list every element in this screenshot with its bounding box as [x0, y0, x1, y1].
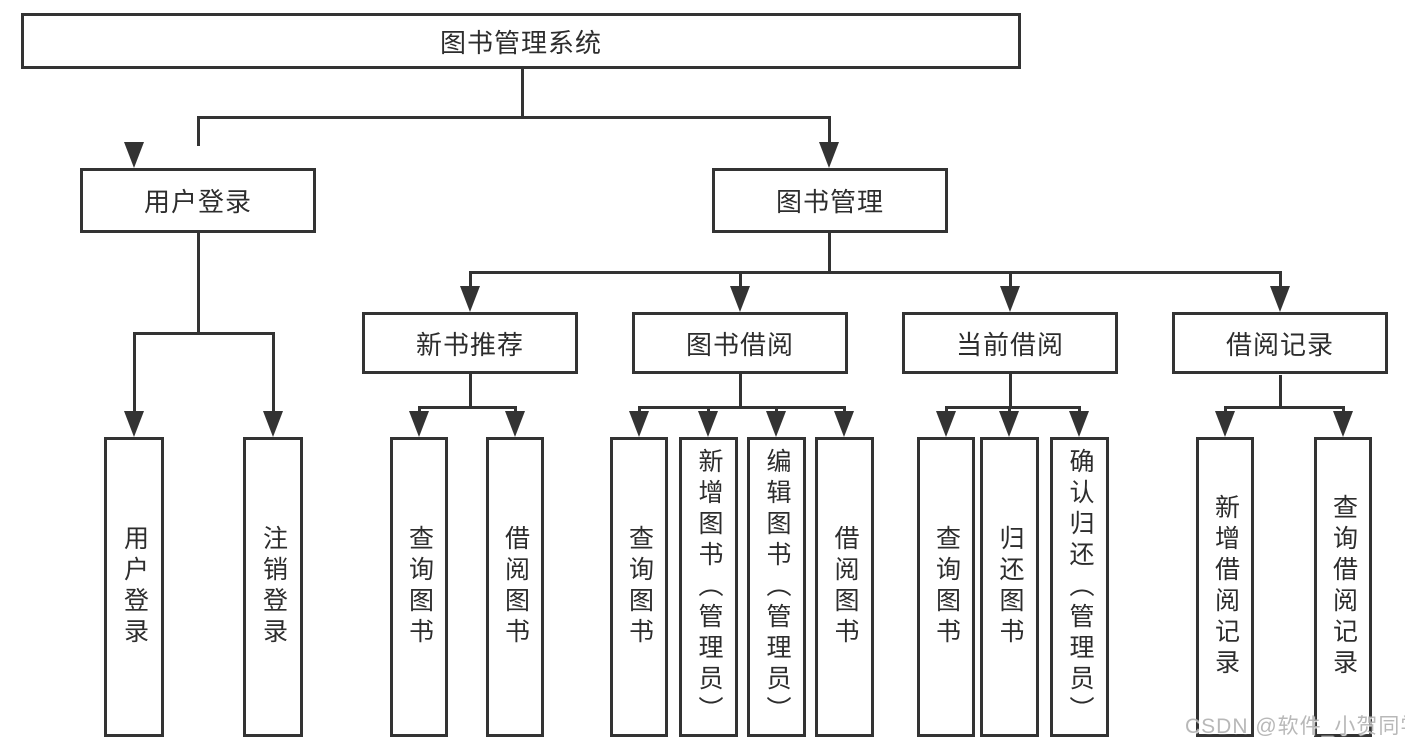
connector-shaft — [1008, 406, 1011, 415]
arrow-down-icon — [766, 411, 786, 437]
connector-root-stem — [521, 69, 524, 117]
connector-current-stem — [1009, 374, 1012, 409]
connector-records-hbar — [1224, 406, 1345, 409]
connector-shaft — [775, 406, 778, 415]
connector-current-hbar — [945, 406, 1081, 409]
watermark: CSDN @软件_小贺同学 — [1185, 715, 1405, 738]
arrow-down-icon — [124, 142, 144, 168]
connector-shaft — [843, 406, 846, 415]
leaf-add-borrow-record: 新增借阅记录 — [1196, 437, 1254, 737]
arrow-down-icon — [1333, 411, 1353, 437]
arrow-down-icon — [263, 411, 283, 437]
arrow-down-icon — [819, 142, 839, 168]
connector-shaft — [514, 406, 517, 415]
arrow-down-icon — [1270, 286, 1290, 312]
connector-shaft — [469, 271, 472, 289]
connector-shaft — [707, 406, 710, 415]
arrow-down-icon — [999, 411, 1019, 437]
leaf-edit-book-admin: 编辑图书（管理员） — [747, 437, 806, 737]
node-new-book-recommend: 新书推荐 — [362, 312, 578, 374]
leaf-query-borrow-record: 查询借阅记录 — [1314, 437, 1372, 737]
arrow-down-icon — [698, 411, 718, 437]
connector-shaft — [272, 332, 275, 414]
connector-newrec-stem — [469, 374, 472, 409]
connector-shaft — [1009, 271, 1012, 289]
connector-shaft — [418, 406, 421, 415]
arrow-down-icon — [730, 286, 750, 312]
node-current-borrowing: 当前借阅 — [902, 312, 1118, 374]
arrow-down-icon — [1000, 286, 1020, 312]
connector-borrow-stem — [739, 373, 742, 409]
arrow-down-icon — [1069, 411, 1089, 437]
connector-shaft — [1342, 406, 1345, 415]
connector-shaft — [828, 116, 831, 146]
leaf-user-login: 用户登录 — [104, 437, 164, 737]
leaf-query-books-current: 查询图书 — [917, 437, 975, 737]
arrow-down-icon — [505, 411, 525, 437]
arrow-down-icon — [460, 286, 480, 312]
node-user-login: 用户登录 — [80, 168, 316, 233]
connector-records-stem — [1279, 375, 1282, 409]
connector-userlogin-stem — [197, 233, 200, 334]
arrow-down-icon — [124, 411, 144, 437]
connector-shaft — [197, 116, 200, 146]
leaf-borrow-books-recommend: 借阅图书 — [486, 437, 544, 737]
arrow-down-icon — [834, 411, 854, 437]
connector-userlogin-hbar — [133, 332, 275, 335]
arrow-down-icon — [936, 411, 956, 437]
leaf-add-book-admin: 新增图书（管理员） — [679, 437, 738, 737]
node-library-system: 图书管理系统 — [21, 13, 1021, 69]
leaf-logout: 注销登录 — [243, 437, 303, 737]
leaf-query-books-borrow: 查询图书 — [610, 437, 668, 737]
connector-shaft — [739, 271, 742, 289]
arrow-down-icon — [1215, 411, 1235, 437]
node-book-management: 图书管理 — [712, 168, 948, 233]
connector-shaft — [1279, 271, 1282, 289]
connector-bookmgmt-stem — [828, 233, 831, 273]
leaf-return-books: 归还图书 — [980, 437, 1039, 737]
node-book-borrowing: 图书借阅 — [632, 312, 848, 374]
arrow-down-icon — [409, 411, 429, 437]
connector-shaft — [133, 332, 136, 414]
connector-level3-hbar — [469, 271, 1282, 274]
connector-shaft — [1078, 406, 1081, 415]
connector-level2-hbar — [197, 116, 831, 119]
connector-borrow-hbar — [638, 406, 846, 409]
arrow-down-icon — [629, 411, 649, 437]
connector-shaft — [945, 406, 948, 415]
leaf-query-books-recommend: 查询图书 — [390, 437, 448, 737]
leaf-confirm-return-admin: 确认归还（管理员） — [1050, 437, 1109, 737]
leaf-borrow-books: 借阅图书 — [815, 437, 874, 737]
node-borrowing-records: 借阅记录 — [1172, 312, 1388, 374]
connector-newrec-hbar — [418, 406, 517, 409]
connector-shaft — [1224, 406, 1227, 415]
connector-shaft — [638, 406, 641, 415]
